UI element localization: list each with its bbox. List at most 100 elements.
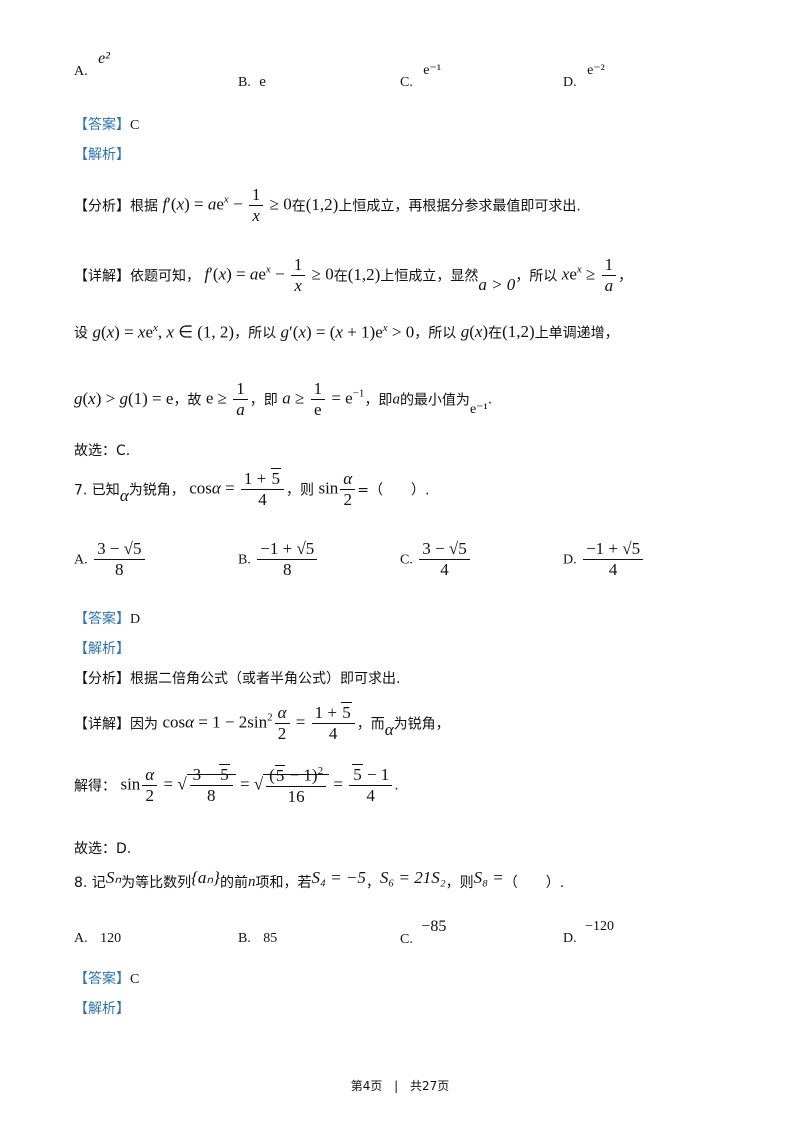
option-value: e² [98,50,110,67]
option-label: D. [563,75,577,90]
fenxi-text: 上恒成立，再根据分参求最值即可求出. [338,198,581,215]
q8-option-a: A. 120 [74,930,121,947]
detail-text: 在 [488,325,503,342]
answer-tag: 【答案】 [74,971,130,987]
option-value: 85 [263,931,278,946]
q8-stem: 8. 记Sₙ为等比数列{aₙ}的前n项和，若S₄ = −5，S₆ = 21S₂，… [74,868,564,892]
g-derivative: g′(x) = (x + 1)ex > 0 [280,322,415,342]
option-label: C. [400,552,413,568]
detail-text: 解得： [74,778,116,795]
detail-text: ，即 [364,392,393,409]
option-value: e⁻² [587,63,605,78]
answer-value: C [130,118,140,133]
option-label: B. [238,931,251,946]
answer-value: D [130,612,141,627]
q6-answer: 【答案】C [74,114,139,134]
detail-text: 设 [74,325,88,342]
q8-answer: 【答案】C [74,968,139,988]
option-value: −120 [585,919,614,934]
answer-tag: 【答案】 [74,117,130,133]
option-label: C. [400,75,413,90]
option-label: A. [74,931,88,946]
detail-text: 在 [333,268,348,285]
detail-text: ， [618,268,633,285]
detail-text: . [487,391,493,408]
g-compare: g(x) > g(1) = e [74,389,174,409]
q6-option-a: A. e² [74,50,110,80]
detail-text: . [394,777,399,794]
option-label: A. [74,552,88,568]
option-denominator: 8 [115,559,124,579]
q7-choice: 故选：D. [74,841,132,857]
option-label: D. [563,552,577,568]
stem-text: =（ ）. [357,482,430,499]
option-value: e [259,74,266,90]
s-n: Sₙ [105,868,122,887]
option-label: B. [238,552,251,568]
detail-text: 为锐角， [393,716,450,733]
detail-text: ，所以 [515,268,558,285]
g-function: g(x) [460,322,489,342]
q6-detail-line2: 设 g(x) = xex, x ∈ (1, 2)，所以 g′(x) = (x +… [74,322,619,343]
fenxi-tag: 【分析】 [74,198,130,215]
detail-text: 的最小值为 [399,392,470,409]
page-number: 第4页 [350,1079,383,1093]
q7-answer: 【答案】D [74,608,140,628]
stem-text: ，则 [286,482,314,499]
q7-fenxi: 【分析】根据二倍角公式（或者半角公式）即可求出. [74,668,400,688]
alpha: α [384,720,394,740]
stem-text: 为等比数列 [121,875,192,891]
answer-value: C [130,972,140,987]
q6-choice: 故选：C. [74,443,131,459]
stem-text: ， [365,875,380,891]
stem-text: 为锐角， [128,482,185,499]
fenxi-text: 在 [291,198,306,215]
option-denominator: 4 [440,559,449,579]
option-value: 120 [100,931,122,946]
option-label: B. [238,75,251,90]
condition: a > 0 [478,275,516,295]
q8-option-b: B. 85 [238,930,277,947]
option-numerator: 3 − √5 [94,540,145,560]
question-number: 8. 记 [74,875,106,891]
q7-analysis-tag: 【解析】 [74,641,130,657]
s6-condition: S₆ = 21S₂ [379,868,446,887]
page-footer: 第4页 | 共27页 [0,1077,800,1094]
option-label: D. [563,931,577,946]
detail-text: 因为 [130,716,158,733]
detail-text: ，即 [249,392,278,409]
question-number: 7. 已知 [74,482,120,499]
fenxi-text: 根据 [130,198,158,215]
detail-text: ，所以 [414,325,457,342]
page-total: 共27页 [410,1079,450,1093]
stem-text: ，则 [445,875,474,891]
min-value: e⁻¹ [469,402,488,418]
detail-text: ，故 [173,392,202,409]
option-numerator: −1 + √5 [257,540,318,560]
q6-option-b: B. e [238,74,266,91]
detail-text: ，所以 [234,325,277,342]
detail-text: 依题可知， [130,268,200,285]
detail-text: ，而 [356,716,385,733]
q8-analysis-tag: 【解析】 [74,1001,130,1017]
q6-analysis-tag: 【解析】 [74,147,130,163]
option-numerator: −1 + √5 [583,540,644,560]
n-variable: n [247,874,256,890]
q6-option-c: C. e⁻¹ [400,62,441,90]
g-definition: g(x) = xex, x ∈ (1, 2) [92,322,235,342]
alpha: α [119,486,129,506]
